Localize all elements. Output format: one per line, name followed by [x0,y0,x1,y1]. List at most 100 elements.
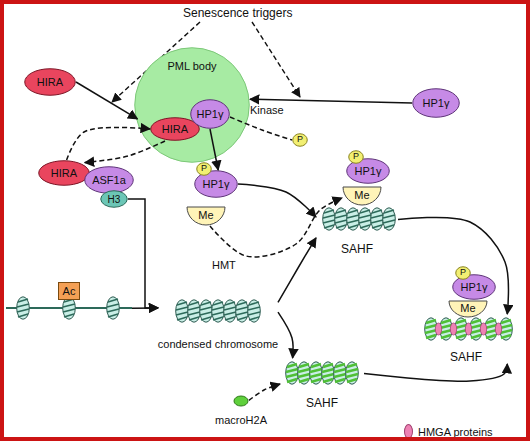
node-outline [195,171,238,198]
node-label: Me [354,189,369,201]
node-outline [197,163,212,176]
nucleosome [107,297,120,319]
edge-label: Kinase [250,104,284,116]
node-label: Me [198,209,213,221]
node-label: HP1γ [197,108,224,120]
hmga-protein [450,323,456,335]
nucleosome [383,208,396,230]
chromatin-node: SAHF [280,358,364,410]
methyl-mark: Me [342,186,382,206]
node-outline [187,207,225,225]
node-label: macroH2A [215,414,267,426]
node-label: H3 [108,194,121,205]
node-outline [39,161,90,186]
solid-arrow [278,312,293,358]
legend-label: HMGA proteins [418,426,493,438]
edge-label: HMT [212,259,236,271]
protein-node: HIRA [38,160,90,186]
node-outline [456,267,471,280]
node-outline [234,396,248,406]
node-label: P [297,135,303,145]
nucleosome [322,362,335,384]
dashed-arrow [249,384,280,400]
protein-node: P [455,266,471,280]
node-label: P [201,164,207,174]
solid-arrow [128,199,158,308]
protein-node: P [292,133,308,147]
chromatin-node: SAHF [316,204,398,256]
node-outline [25,69,76,96]
hmga-protein [495,323,501,335]
node-label: ASF1a [92,174,126,186]
node-label: P [353,152,359,162]
nucleosome [359,208,372,230]
node-outline [413,89,460,118]
solid-arrow [238,184,316,217]
nucleosome [310,362,323,384]
methyl-mark: Me [448,300,488,318]
node-outline [151,118,200,141]
solid-arrow [76,82,137,119]
legend-swatch [404,424,413,439]
nucleosome [286,362,299,384]
protein-node: H3 [100,190,128,208]
nucleosome [323,208,336,230]
node-label: HP1γ [355,165,382,177]
solid-arrow [250,99,412,103]
histone-variant: macroH2A [208,394,274,426]
nucleosome [298,362,311,384]
node-label: HP1γ [461,281,488,293]
solid-arrow [132,307,158,309]
chromatin-node: condensed chromosome [158,296,278,350]
nucleosome [236,300,249,322]
node-label: SAHF [450,351,482,364]
node-label: condensed chromosome [158,338,278,350]
node-label: Me [460,302,475,314]
protein-node: PML bodyHIRA HP1γ [134,47,250,163]
dashed-arrow [210,198,342,257]
node-outline [347,159,390,184]
node-outline [293,134,308,147]
nucleosome [200,300,213,322]
diagram-note: Senescence triggers [183,6,292,20]
trigger-arrow [252,22,300,97]
node-label: HIRA [37,76,63,88]
hmga-protein [435,323,441,335]
node-outline [191,100,230,129]
protein-node: HIRA [24,68,76,96]
dashed-arrow [67,127,150,160]
nucleosome [176,300,189,322]
nucleosome [248,300,261,322]
modification-tag: Ac [58,282,80,300]
node-label: SAHF [306,397,338,410]
node-outline [453,275,496,300]
node-label: HP1γ [203,178,230,190]
nucleosome [188,300,201,322]
node-label: PML body [167,60,216,72]
node-label: P [460,268,466,278]
protein-node: HP1γ [190,99,230,129]
node-outline [349,151,364,164]
hmga-protein [480,323,486,335]
chromatin-node: Ac [8,280,132,322]
solid-arrow [398,217,508,314]
node-outline [135,48,250,163]
nucleosome [224,300,237,322]
node-outline [101,191,128,208]
protein-node: P [348,150,364,164]
nucleosome [371,208,384,230]
nucleosome [17,297,30,319]
node-label: HIRA [162,123,188,135]
nucleosome [346,362,359,384]
node-outline [85,167,134,194]
nucleosome [334,362,347,384]
solid-arrow [364,364,507,381]
node-outline [343,187,381,205]
solid-arrow [278,238,316,303]
hmga-protein [465,323,471,335]
node-label: SAHF [341,243,373,256]
